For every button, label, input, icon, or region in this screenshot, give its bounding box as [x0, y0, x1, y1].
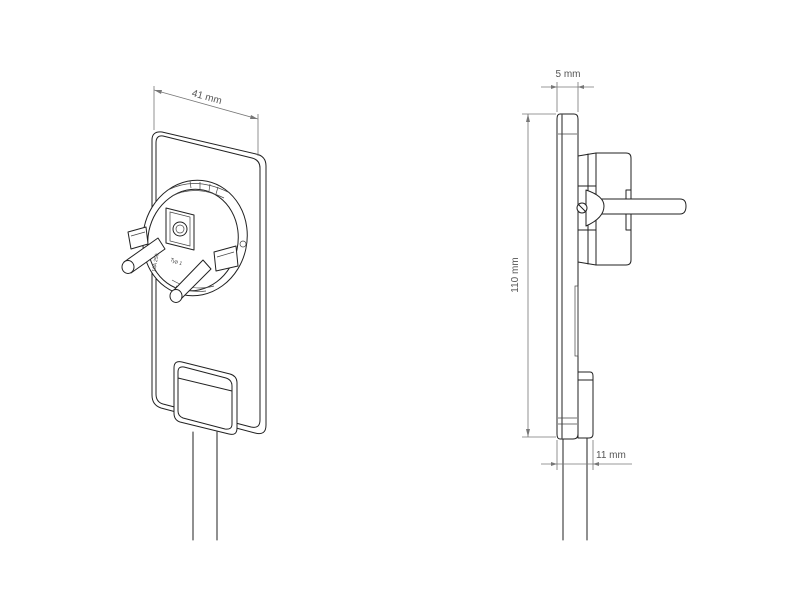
cable-depth-dimension: 11 mm [541, 440, 632, 470]
side-cable [562, 437, 588, 541]
side-plate [556, 113, 579, 440]
height-dimension: 110 mm [510, 113, 556, 438]
rating-marking: 16A 250 [151, 253, 160, 272]
side-strain-relief [577, 371, 594, 439]
front-strain-relief [173, 361, 238, 435]
height-dimension-label: 110 mm [510, 257, 521, 292]
side-plug-body [576, 152, 687, 266]
type-marking: Typ 1 [169, 257, 183, 267]
cable-depth-dimension-label: 11 mm [596, 450, 626, 461]
front-cable [192, 431, 218, 541]
front-pins [121, 237, 212, 303]
depth-dimension-label: 5 mm [556, 69, 581, 80]
depth-dimension: 5 mm [541, 69, 594, 112]
front-plug-body [127, 179, 248, 297]
front-view: 16A 250 Typ 1 41 mm [121, 86, 267, 541]
side-view: 5 mm 110 mm 11 mm [510, 69, 687, 541]
width-dimension-label: 41 mm [190, 88, 222, 107]
